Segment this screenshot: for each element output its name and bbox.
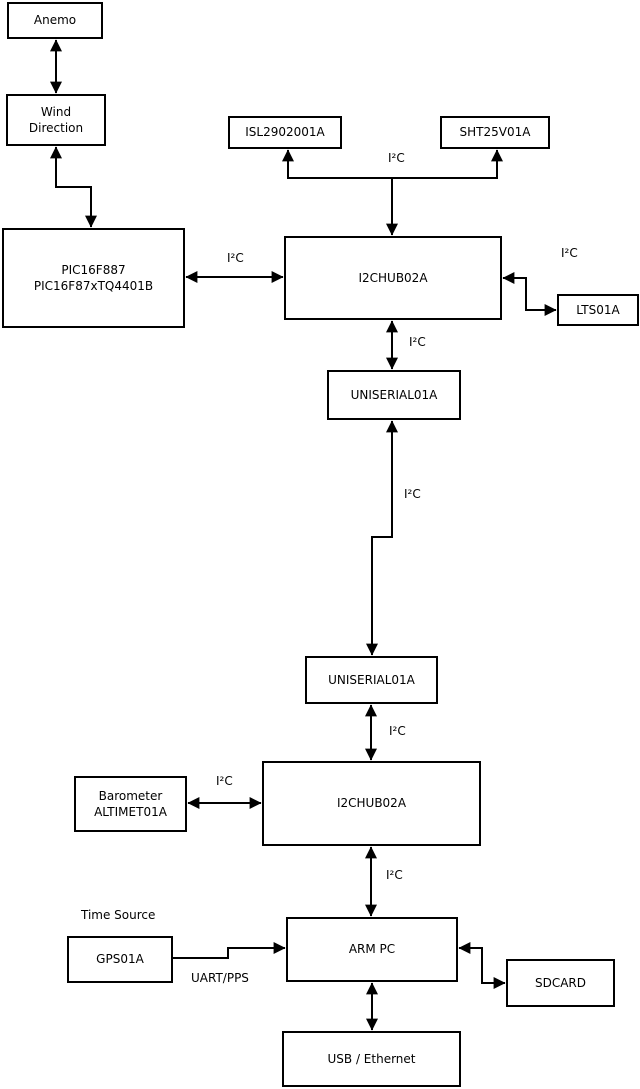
label-i2c-lts: I²C: [561, 246, 578, 260]
box-i2chub02a-2: I2CHUB02A: [262, 761, 481, 846]
box-barometer-altimet01a: Barometer ALTIMET01A: [74, 776, 187, 832]
label-i2c-hub2-armpc: I²C: [386, 868, 403, 882]
label-uart-pps: UART/PPS: [191, 971, 249, 985]
label-i2c-uniserial-link: I²C: [404, 487, 421, 501]
box-pic16f887: PIC16F887 PIC16F87xTQ4401B: [2, 228, 185, 328]
connector-gps-armpc: [173, 942, 286, 959]
connector-hub1-lts: [502, 272, 557, 316]
connector-uniserial1-uniserial2: [366, 420, 398, 656]
label-i2c-sensors: I²C: [388, 151, 405, 165]
box-i2chub02a-1: I2CHUB02A: [284, 236, 502, 320]
box-isl2902001a: ISL2902001A: [228, 116, 342, 149]
label-time-source: Time Source: [81, 908, 156, 922]
connector-armpc-sdcard: [458, 942, 506, 989]
label-i2c-hub1-uniserial1: I²C: [409, 335, 426, 349]
box-uniserial01a-2: UNISERIAL01A: [305, 656, 438, 704]
label-i2c-pic-hub1: I²C: [227, 251, 244, 265]
box-gps01a: GPS01A: [67, 936, 173, 983]
label-i2c-barometer-hub2: I²C: [216, 774, 233, 788]
label-i2c-uniserial2-hub2: I²C: [389, 724, 406, 738]
box-lts01a: LTS01A: [557, 294, 639, 326]
box-sht25v01a: SHT25V01A: [440, 116, 550, 149]
connector-winddirection-pic: [50, 146, 97, 228]
box-wind-direction: Wind Direction: [6, 94, 106, 146]
box-anemo: Anemo: [7, 2, 103, 39]
box-uniserial01a-1: UNISERIAL01A: [327, 370, 461, 420]
box-sdcard: SDCARD: [506, 959, 615, 1007]
box-usb-ethernet: USB / Ethernet: [282, 1031, 461, 1087]
box-arm-pc: ARM PC: [286, 917, 458, 982]
